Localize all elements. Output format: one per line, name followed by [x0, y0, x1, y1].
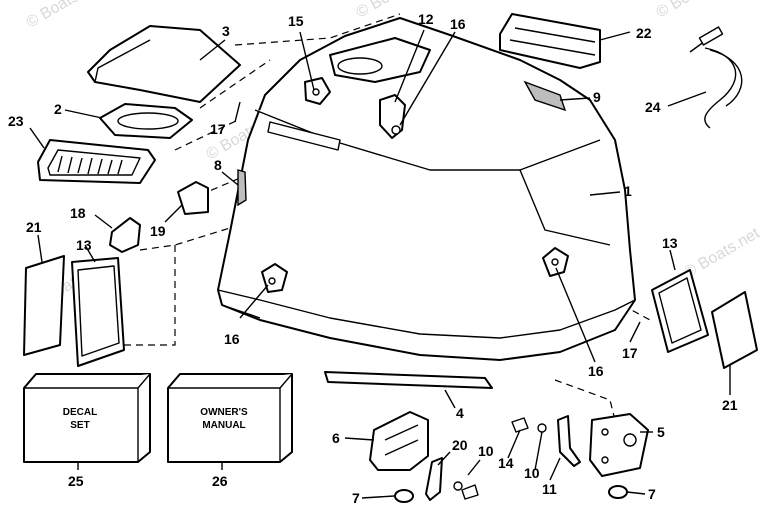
callout-15: 15: [288, 13, 304, 29]
callout-25: 25: [68, 473, 84, 489]
right-decal-sheet: [712, 292, 757, 368]
owners-manual-box: OWNER'S MANUAL: [168, 374, 292, 462]
callout-5: 5: [657, 424, 665, 440]
callout-18: 18: [70, 205, 86, 221]
watermark-text: © Boats.net: [654, 0, 736, 21]
callout-22: 22: [636, 25, 652, 41]
decal-set-label-line1: DECAL: [63, 407, 97, 418]
callout-21b: 21: [722, 397, 738, 413]
callout-19: 19: [150, 223, 166, 239]
owners-manual-label-line1: OWNER'S: [200, 407, 248, 418]
callout-12: 12: [418, 11, 434, 27]
spring-clip: [426, 458, 442, 500]
callout-26: 26: [212, 473, 228, 489]
callout-16b: 16: [224, 331, 240, 347]
callout-10a: 10: [478, 443, 494, 459]
latch: [110, 218, 140, 252]
callout-9: 9: [593, 89, 601, 105]
vent-grille: [38, 140, 155, 183]
callout-24: 24: [645, 99, 661, 115]
rubber-seal-strip: [325, 372, 492, 388]
air-silencer-cover: [88, 26, 240, 102]
silencer-gasket: [100, 104, 192, 138]
watermark-text: © Boats.net: [24, 0, 106, 31]
callout-14: 14: [498, 455, 514, 471]
owners-manual-label-line2: MANUAL: [202, 420, 245, 431]
latch-plate: [590, 414, 648, 476]
callout-10b: 10: [524, 465, 540, 481]
callout-7a: 7: [352, 490, 360, 506]
left-cover-plate: [72, 258, 124, 366]
callout-23: 23: [8, 113, 24, 129]
left-decal-sheet: [24, 256, 64, 355]
callout-13a: 13: [76, 237, 92, 253]
support-bracket: [558, 416, 580, 466]
latch-bracket: [178, 182, 208, 214]
cable-assembly: [690, 27, 742, 128]
callout-16c: 16: [588, 363, 604, 379]
callout-4: 4: [456, 405, 464, 421]
callout-17a: 17: [210, 121, 226, 137]
watermark-text: © Boats.net: [682, 225, 760, 282]
callout-11: 11: [542, 481, 557, 497]
callout-16a: 16: [450, 16, 466, 32]
right-cover-plate: [652, 270, 708, 352]
callout-17b: 17: [622, 345, 638, 361]
callout-3: 3: [222, 23, 230, 39]
callout-6: 6: [332, 430, 340, 446]
callout-13b: 13: [662, 235, 678, 251]
callout-7b: 7: [648, 486, 656, 502]
decal-set-box: DECAL SET: [24, 374, 150, 462]
decal-set-label-line2: SET: [70, 420, 89, 431]
callout-1: 1: [624, 183, 632, 199]
callout-20: 20: [452, 437, 468, 453]
callout-2: 2: [54, 101, 62, 117]
mounting-bracket: [370, 412, 428, 470]
callout-21a: 21: [26, 219, 42, 235]
callout-8: 8: [214, 157, 222, 173]
